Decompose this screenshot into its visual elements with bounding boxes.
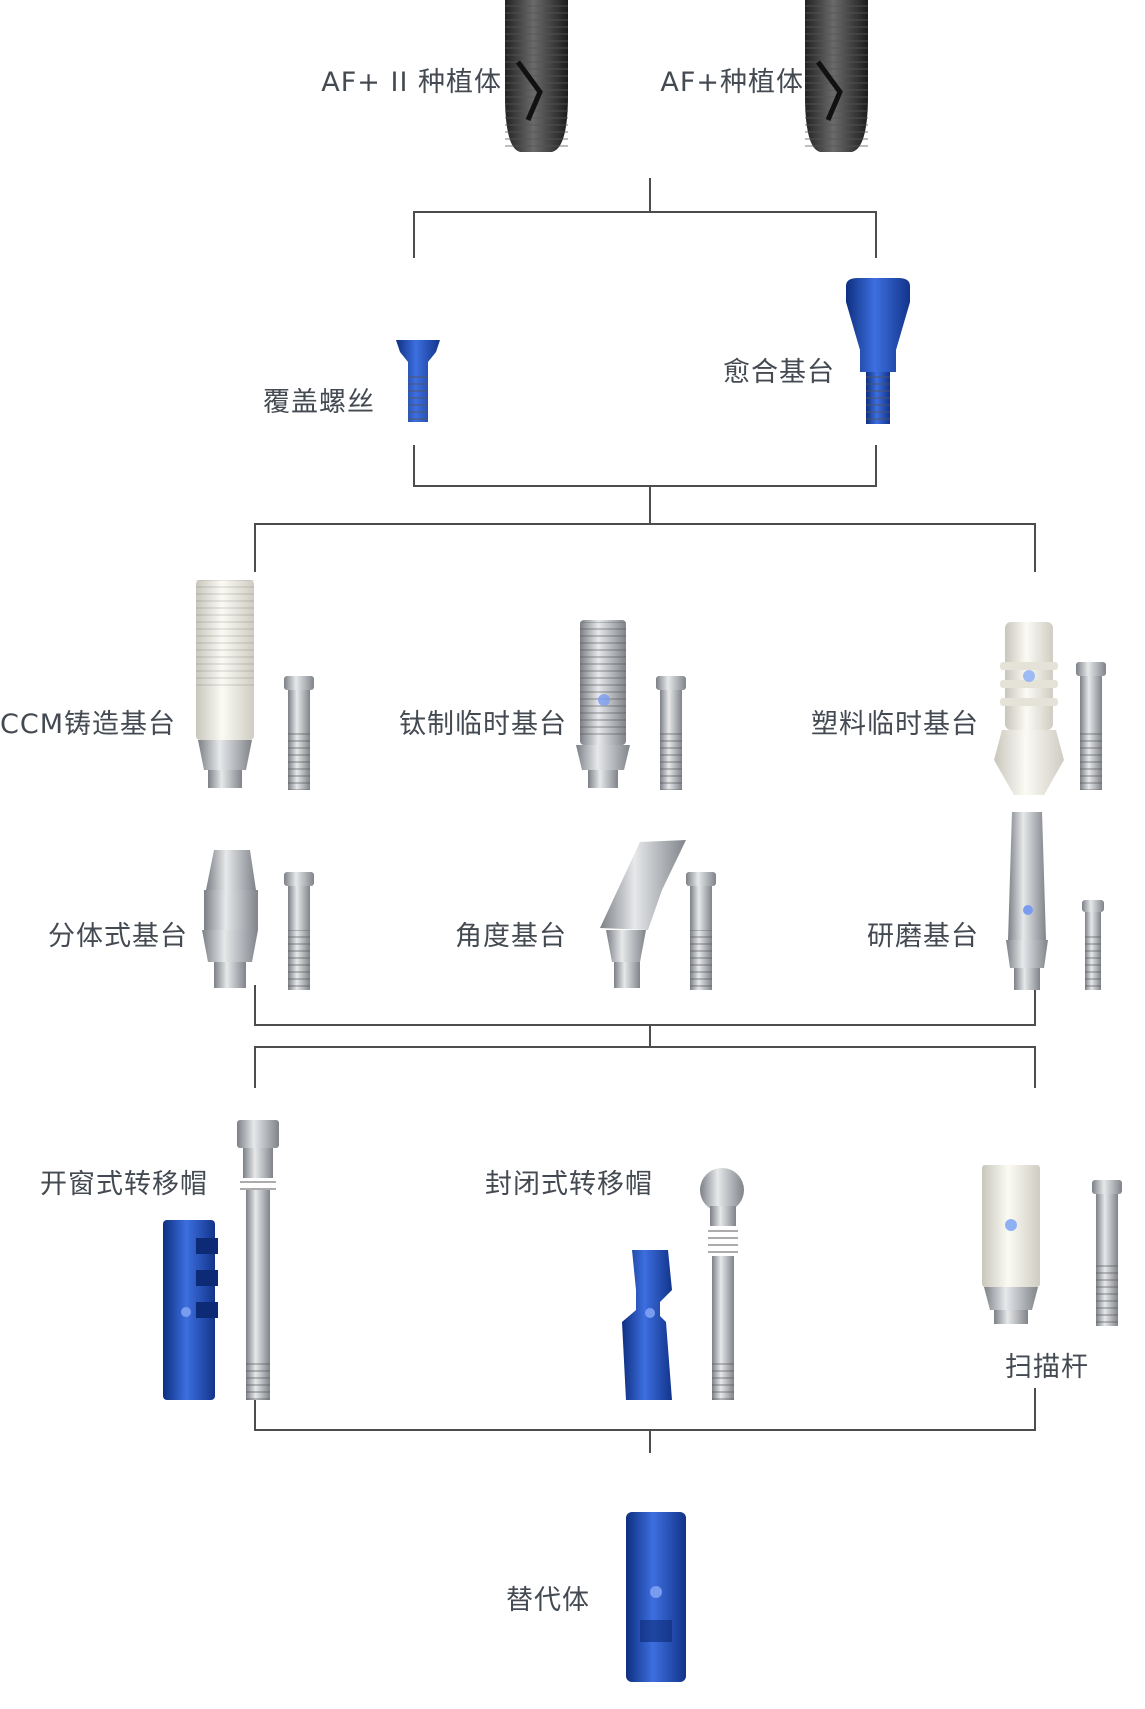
- af-implant-image: [805, 0, 868, 152]
- connector-lines: [254, 178, 1036, 1453]
- label-scan-body: 扫描杆: [1005, 1352, 1089, 1383]
- split-abutment-image: [202, 850, 258, 988]
- connector-second: [254, 445, 1036, 572]
- cover-screw-image: [396, 340, 440, 422]
- connector-fourth: [254, 1388, 1036, 1453]
- label-plastic-temp-abutment: 塑料临时基台: [811, 709, 979, 740]
- label-titanium-temp-abutment: 钛制临时基台: [399, 709, 567, 740]
- titanium-temp-screw-image: [656, 676, 686, 790]
- milling-screw-image: [1082, 900, 1104, 990]
- plastic-temp-screw-image: [1076, 662, 1106, 790]
- plastic-temp-abutment-image: [994, 622, 1064, 795]
- split-screw-image: [284, 872, 314, 990]
- angled-abutment-image: [600, 840, 686, 988]
- titanium-temp-abutment-image: [576, 620, 630, 788]
- connector-third: [254, 985, 1036, 1088]
- label-milling-abutment: 研磨基台: [867, 921, 979, 952]
- af-ii-implant-image: [505, 0, 568, 152]
- label-cover-screw: 覆盖螺丝: [263, 387, 375, 418]
- ccm-abutment-image: [196, 580, 254, 788]
- scan-body-screw-image: [1092, 1180, 1122, 1326]
- label-angled-abutment: 角度基台: [455, 921, 567, 952]
- scan-body-image: [982, 1165, 1040, 1324]
- label-split-abutment: 分体式基台: [48, 921, 188, 952]
- label-af-ii-implant: AF+ II 种植体: [321, 67, 502, 98]
- closed-tray-pin-image: [700, 1168, 744, 1400]
- closed-tray-coping-image: [622, 1250, 672, 1400]
- healing-abutment-image: [846, 278, 910, 424]
- angled-screw-image: [686, 872, 716, 990]
- open-tray-coping-image: [163, 1220, 218, 1400]
- label-analog: 替代体: [506, 1585, 590, 1616]
- milling-abutment-image: [1006, 812, 1048, 990]
- open-tray-pin-image: [237, 1120, 279, 1400]
- analog-image: [626, 1512, 686, 1682]
- connector-top: [413, 178, 877, 258]
- ccm-screw-image: [284, 676, 314, 790]
- label-healing-abutment: 愈合基台: [723, 357, 835, 388]
- label-af-implant: AF+种植体: [660, 67, 804, 98]
- label-ccm-abutment: CCM铸造基台: [0, 709, 177, 740]
- label-open-tray-coping: 开窗式转移帽: [40, 1169, 208, 1200]
- label-closed-tray-coping: 封闭式转移帽: [485, 1169, 653, 1200]
